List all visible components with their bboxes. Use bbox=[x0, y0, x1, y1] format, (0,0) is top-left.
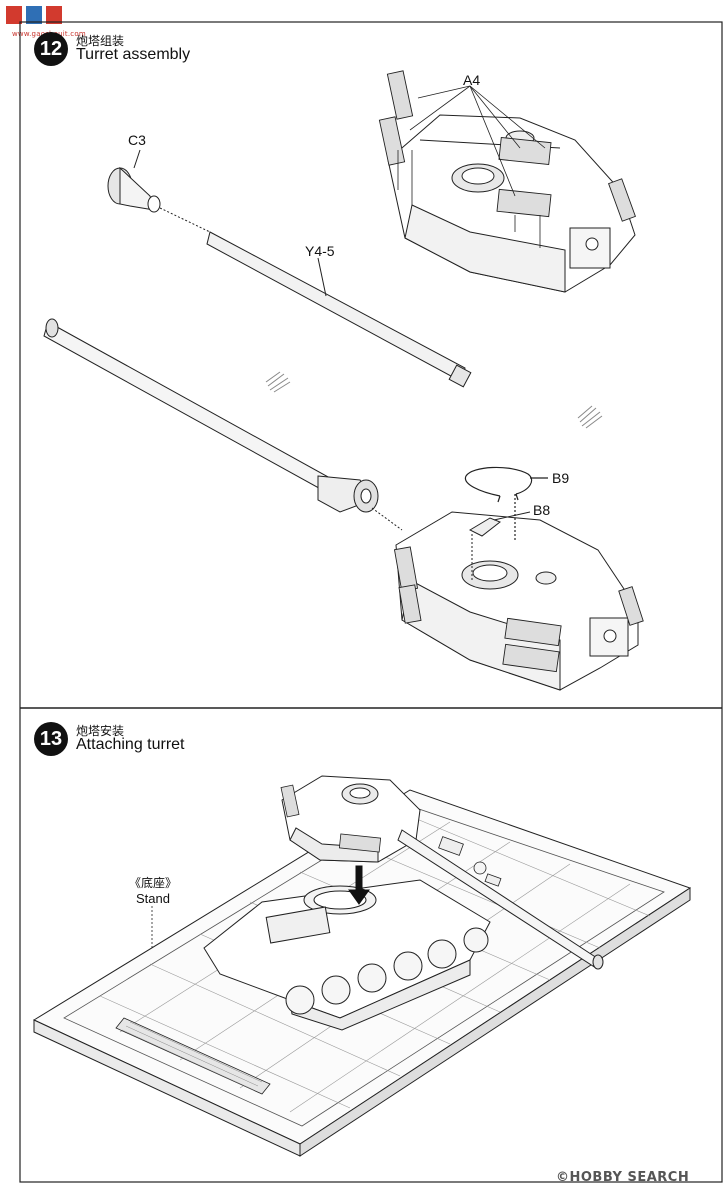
part-y4-5-drawing bbox=[206, 231, 472, 388]
part-label-y4-5: Y4-5 bbox=[305, 243, 335, 259]
hobby-search-watermark: ©HOBBY SEARCH bbox=[556, 1170, 690, 1185]
a4-leader-lines bbox=[397, 85, 546, 248]
pattern-swatch-right bbox=[577, 405, 603, 429]
part-label-b8: B8 bbox=[533, 502, 551, 518]
turret-attach-track-links bbox=[280, 784, 382, 853]
attach-arrow bbox=[348, 865, 370, 905]
stand-label-cn: 《底座》 bbox=[128, 876, 177, 890]
step-12-title-en: Turret assembly bbox=[76, 46, 191, 63]
pattern-swatch-left bbox=[265, 371, 291, 393]
part-c3-drawing bbox=[107, 149, 211, 233]
page-frame bbox=[19, 21, 723, 1183]
step-13-badge: 13 bbox=[34, 722, 68, 756]
long-barrel-drawing bbox=[43, 318, 403, 531]
nameplate-hatching bbox=[121, 1021, 263, 1091]
step-13-title-en: Attaching turret bbox=[76, 736, 185, 753]
stand-label-en: Stand bbox=[136, 891, 170, 906]
track-links-lower bbox=[393, 546, 644, 673]
stand-nameplate bbox=[115, 1017, 271, 1095]
part-b9-drawing bbox=[464, 466, 548, 540]
stand-label: 《底座》 Stand bbox=[118, 876, 188, 906]
logo-graphic bbox=[6, 6, 62, 24]
part-label-b9: B9 bbox=[552, 470, 570, 486]
turret-attach-drawing bbox=[281, 775, 604, 970]
part-label-c3: C3 bbox=[128, 132, 146, 148]
step-12-title-cn: 炮塔组装 bbox=[76, 34, 125, 48]
part-b8-drawing bbox=[468, 511, 531, 580]
step-12-badge: 12 bbox=[34, 32, 68, 66]
part-label-a4: A4 bbox=[463, 72, 481, 88]
step-13-title-cn: 炮塔安装 bbox=[76, 724, 125, 738]
road-wheels bbox=[285, 927, 489, 1015]
stand-accessories bbox=[438, 836, 502, 887]
